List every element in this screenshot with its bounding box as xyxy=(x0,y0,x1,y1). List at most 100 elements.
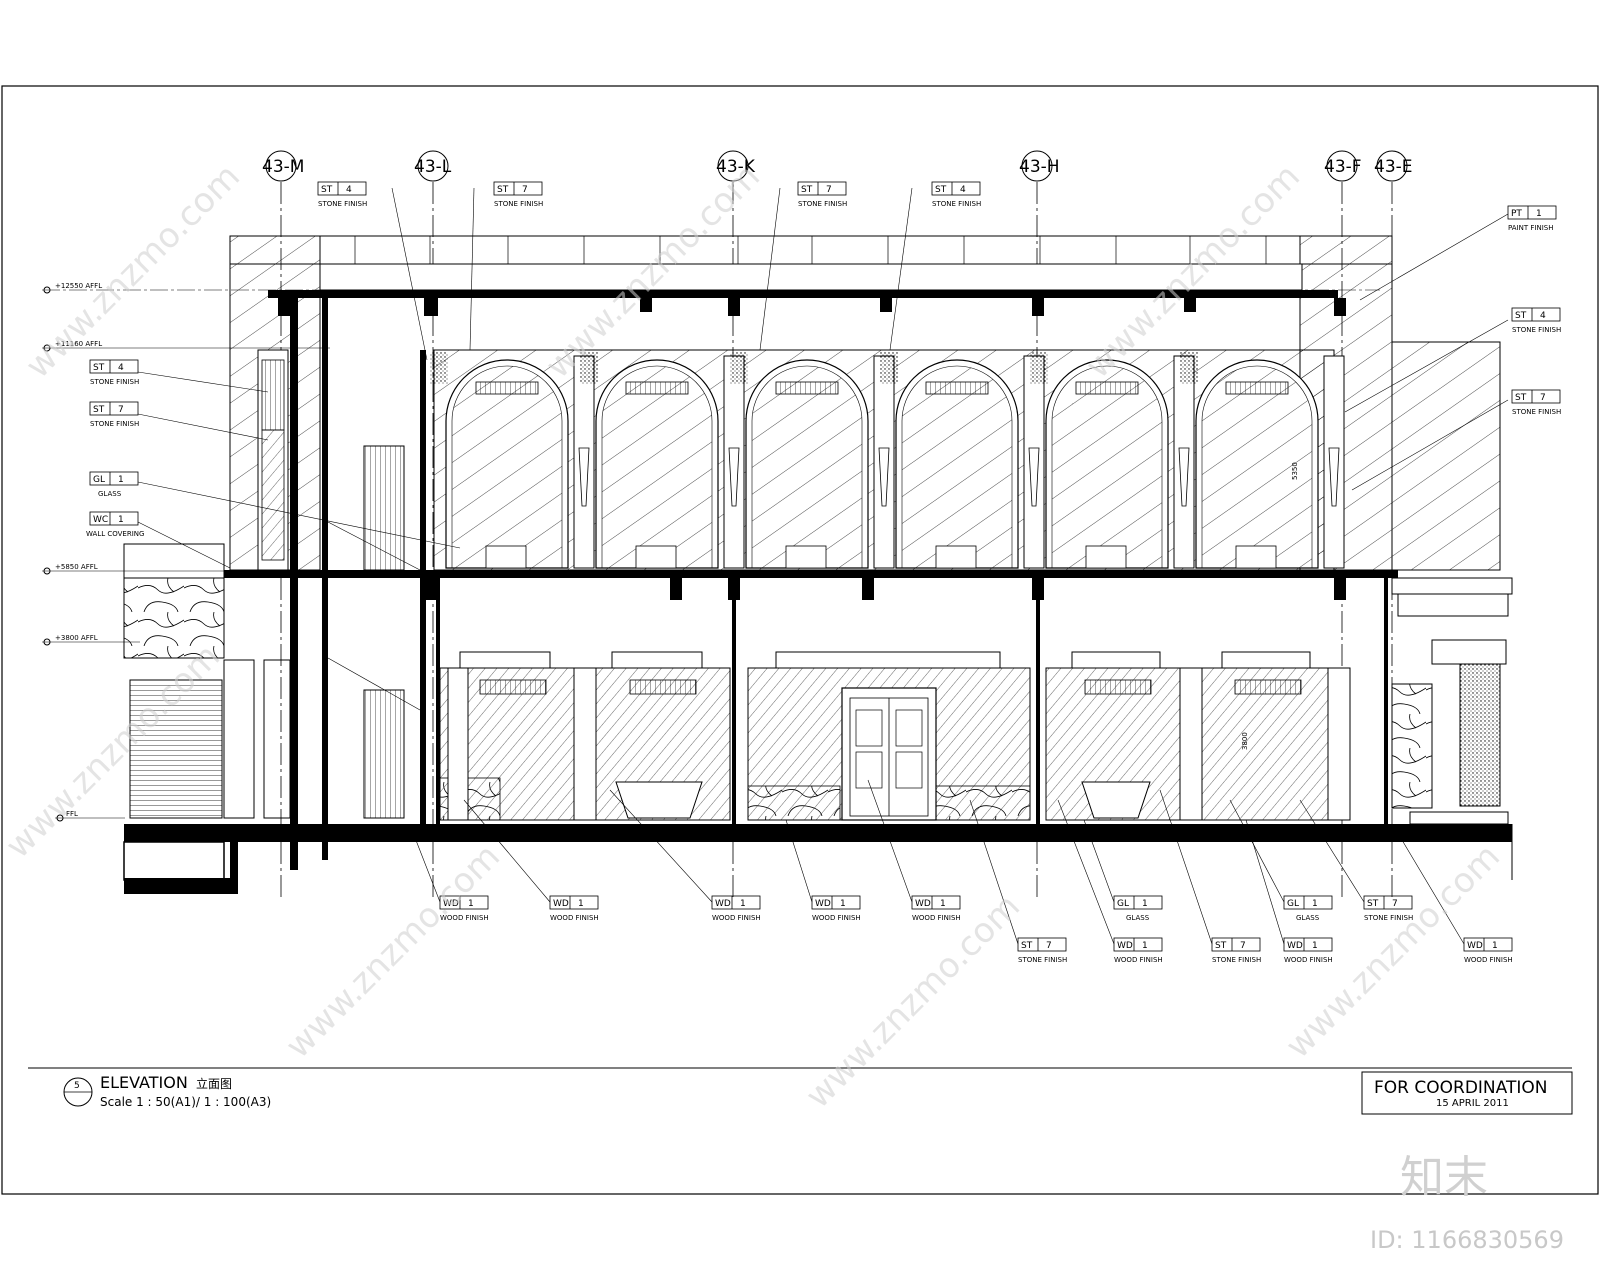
tag-number: 7 xyxy=(118,405,124,415)
tag-left: WC 1 WALL COVERING xyxy=(86,511,231,569)
grid-bubble-43-l: 43-L xyxy=(414,150,452,182)
tag-top: ST 7 STONE FINISH xyxy=(469,181,543,351)
tag-code: ST xyxy=(93,405,105,415)
tag-description: STONE FINISH xyxy=(90,378,139,386)
tag-number: 1 xyxy=(578,899,584,909)
upper-arch-bay xyxy=(1180,352,1345,569)
tag-left: ST 4 STONE FINISH xyxy=(89,359,269,393)
tag-number: 1 xyxy=(118,475,124,485)
tag-left: ST 7 STONE FINISH xyxy=(89,401,269,441)
tag-code: WD xyxy=(1287,941,1303,951)
tag-bottom: WD 1 WOOD FINISH xyxy=(609,789,761,922)
tag-number: 4 xyxy=(1540,311,1546,321)
tag-description: WOOD FINISH xyxy=(1114,956,1163,964)
tag-code: WD xyxy=(1467,941,1483,951)
level-label: +12550 AFFL xyxy=(55,282,102,290)
watermark-brand: 知末 xyxy=(1400,1152,1488,1203)
level-ffl: FFL xyxy=(55,810,125,822)
tag-number: 7 xyxy=(1540,393,1546,403)
sconce-icon xyxy=(1028,447,1040,507)
tag-number: 1 xyxy=(940,899,946,909)
grid-bubble-43-f: 43-F xyxy=(1324,150,1362,182)
tag-left: GL 1 GLASS xyxy=(89,471,461,549)
tag-description: WOOD FINISH xyxy=(812,914,861,922)
tag-code: ST xyxy=(935,185,947,195)
tag-description: STONE FINISH xyxy=(1512,408,1561,416)
grid-label: 43-E xyxy=(1374,157,1413,177)
tag-code: ST xyxy=(321,185,333,195)
watermark-text: www.znzmo.com xyxy=(18,156,248,386)
sconce-icon xyxy=(728,447,740,507)
tag-number: 1 xyxy=(1312,941,1318,951)
sofa-icon xyxy=(1235,545,1277,569)
tag-description: STONE FINISH xyxy=(318,200,367,208)
upper-arch-bay xyxy=(1030,352,1195,569)
grid-bubble-43-h: 43-H xyxy=(1019,150,1060,182)
tag-code: GL xyxy=(1287,899,1299,909)
tag-top: ST 4 STONE FINISH xyxy=(317,181,428,361)
grid-label: 43-K xyxy=(716,157,756,177)
title-block: 5 ELEVATION 立面图 Scale 1 : 50(A1)/ 1 : 10… xyxy=(28,1067,1573,1115)
sconce-icon xyxy=(578,447,590,507)
tag-description: WOOD FINISH xyxy=(1284,956,1333,964)
tag-code: ST xyxy=(93,363,105,373)
tag-description: WOOD FINISH xyxy=(550,914,599,922)
tag-description: WOOD FINISH xyxy=(1464,956,1513,964)
tag-bottom: WD 1 WOOD FINISH xyxy=(785,819,861,922)
tag-description: STONE FINISH xyxy=(932,200,981,208)
level-5850: +5850 AFFL xyxy=(42,563,230,575)
watermark-text: www.znzmo.com xyxy=(1278,836,1508,1066)
tag-code: GL xyxy=(93,475,105,485)
tag-code: WD xyxy=(915,899,931,909)
upper-arch-bay xyxy=(730,352,895,569)
tag-number: 7 xyxy=(826,185,832,195)
building-section: 5350 3800 xyxy=(123,235,1513,894)
tag-code: ST xyxy=(801,185,813,195)
tag-number: 1 xyxy=(1536,209,1542,219)
tag-bottom: WD 1 WOOD FINISH xyxy=(411,829,489,922)
sconce-icon xyxy=(1328,447,1340,507)
tag-code: PT xyxy=(1511,209,1522,219)
tag-number: 1 xyxy=(1312,899,1318,909)
lower-bays xyxy=(439,639,1509,825)
tag-description: GLASS xyxy=(1296,914,1320,922)
status-text: FOR COORDINATION xyxy=(1374,1078,1547,1098)
level-label: +3800 AFFL xyxy=(55,634,98,642)
tag-code: WD xyxy=(1117,941,1133,951)
tag-bottom: WD 1 WOOD FINISH xyxy=(867,779,961,922)
tag-description: STONE FINISH xyxy=(1512,326,1561,334)
tag-number: 1 xyxy=(1142,899,1148,909)
tag-right: ST 7 STONE FINISH xyxy=(1351,389,1561,491)
sheet-border xyxy=(1,85,1599,1195)
tag-description: WOOD FINISH xyxy=(440,914,489,922)
grid-label: 43-M xyxy=(262,157,304,177)
status-box xyxy=(1361,1071,1573,1115)
sofa-icon xyxy=(1085,545,1127,569)
tag-code: ST xyxy=(1215,941,1227,951)
tag-top: ST 4 STONE FINISH xyxy=(889,181,981,351)
sofa-icon xyxy=(935,545,977,569)
tag-code: ST xyxy=(1021,941,1033,951)
tag-number: 7 xyxy=(522,185,528,195)
tag-description: STONE FINISH xyxy=(1364,914,1413,922)
tag-description: STONE FINISH xyxy=(90,420,139,428)
drawing-title: ELEVATION xyxy=(100,1073,188,1092)
tag-number: 1 xyxy=(740,899,746,909)
sofa-icon xyxy=(485,545,527,569)
level-label: +11160 AFFL xyxy=(55,340,102,348)
dimension-upper: 5350 xyxy=(1291,462,1299,480)
grid-label: 43-H xyxy=(1019,157,1060,177)
tag-bottom: WD 1 WOOD FINISH xyxy=(1057,799,1163,964)
dimension-lower: 3800 xyxy=(1241,732,1249,750)
tag-bottom: WD 1 WOOD FINISH xyxy=(463,799,599,922)
chandelier-icon xyxy=(625,381,689,395)
chandelier-icon xyxy=(1075,381,1139,395)
chandelier-icon xyxy=(775,381,839,395)
sconce-icon xyxy=(1178,447,1190,507)
tag-description: WOOD FINISH xyxy=(912,914,961,922)
tag-code: GL xyxy=(1117,899,1129,909)
tag-code: ST xyxy=(497,185,509,195)
drawing-title-cn: 立面图 xyxy=(196,1076,232,1091)
status-date: 15 APRIL 2011 xyxy=(1436,1098,1509,1109)
